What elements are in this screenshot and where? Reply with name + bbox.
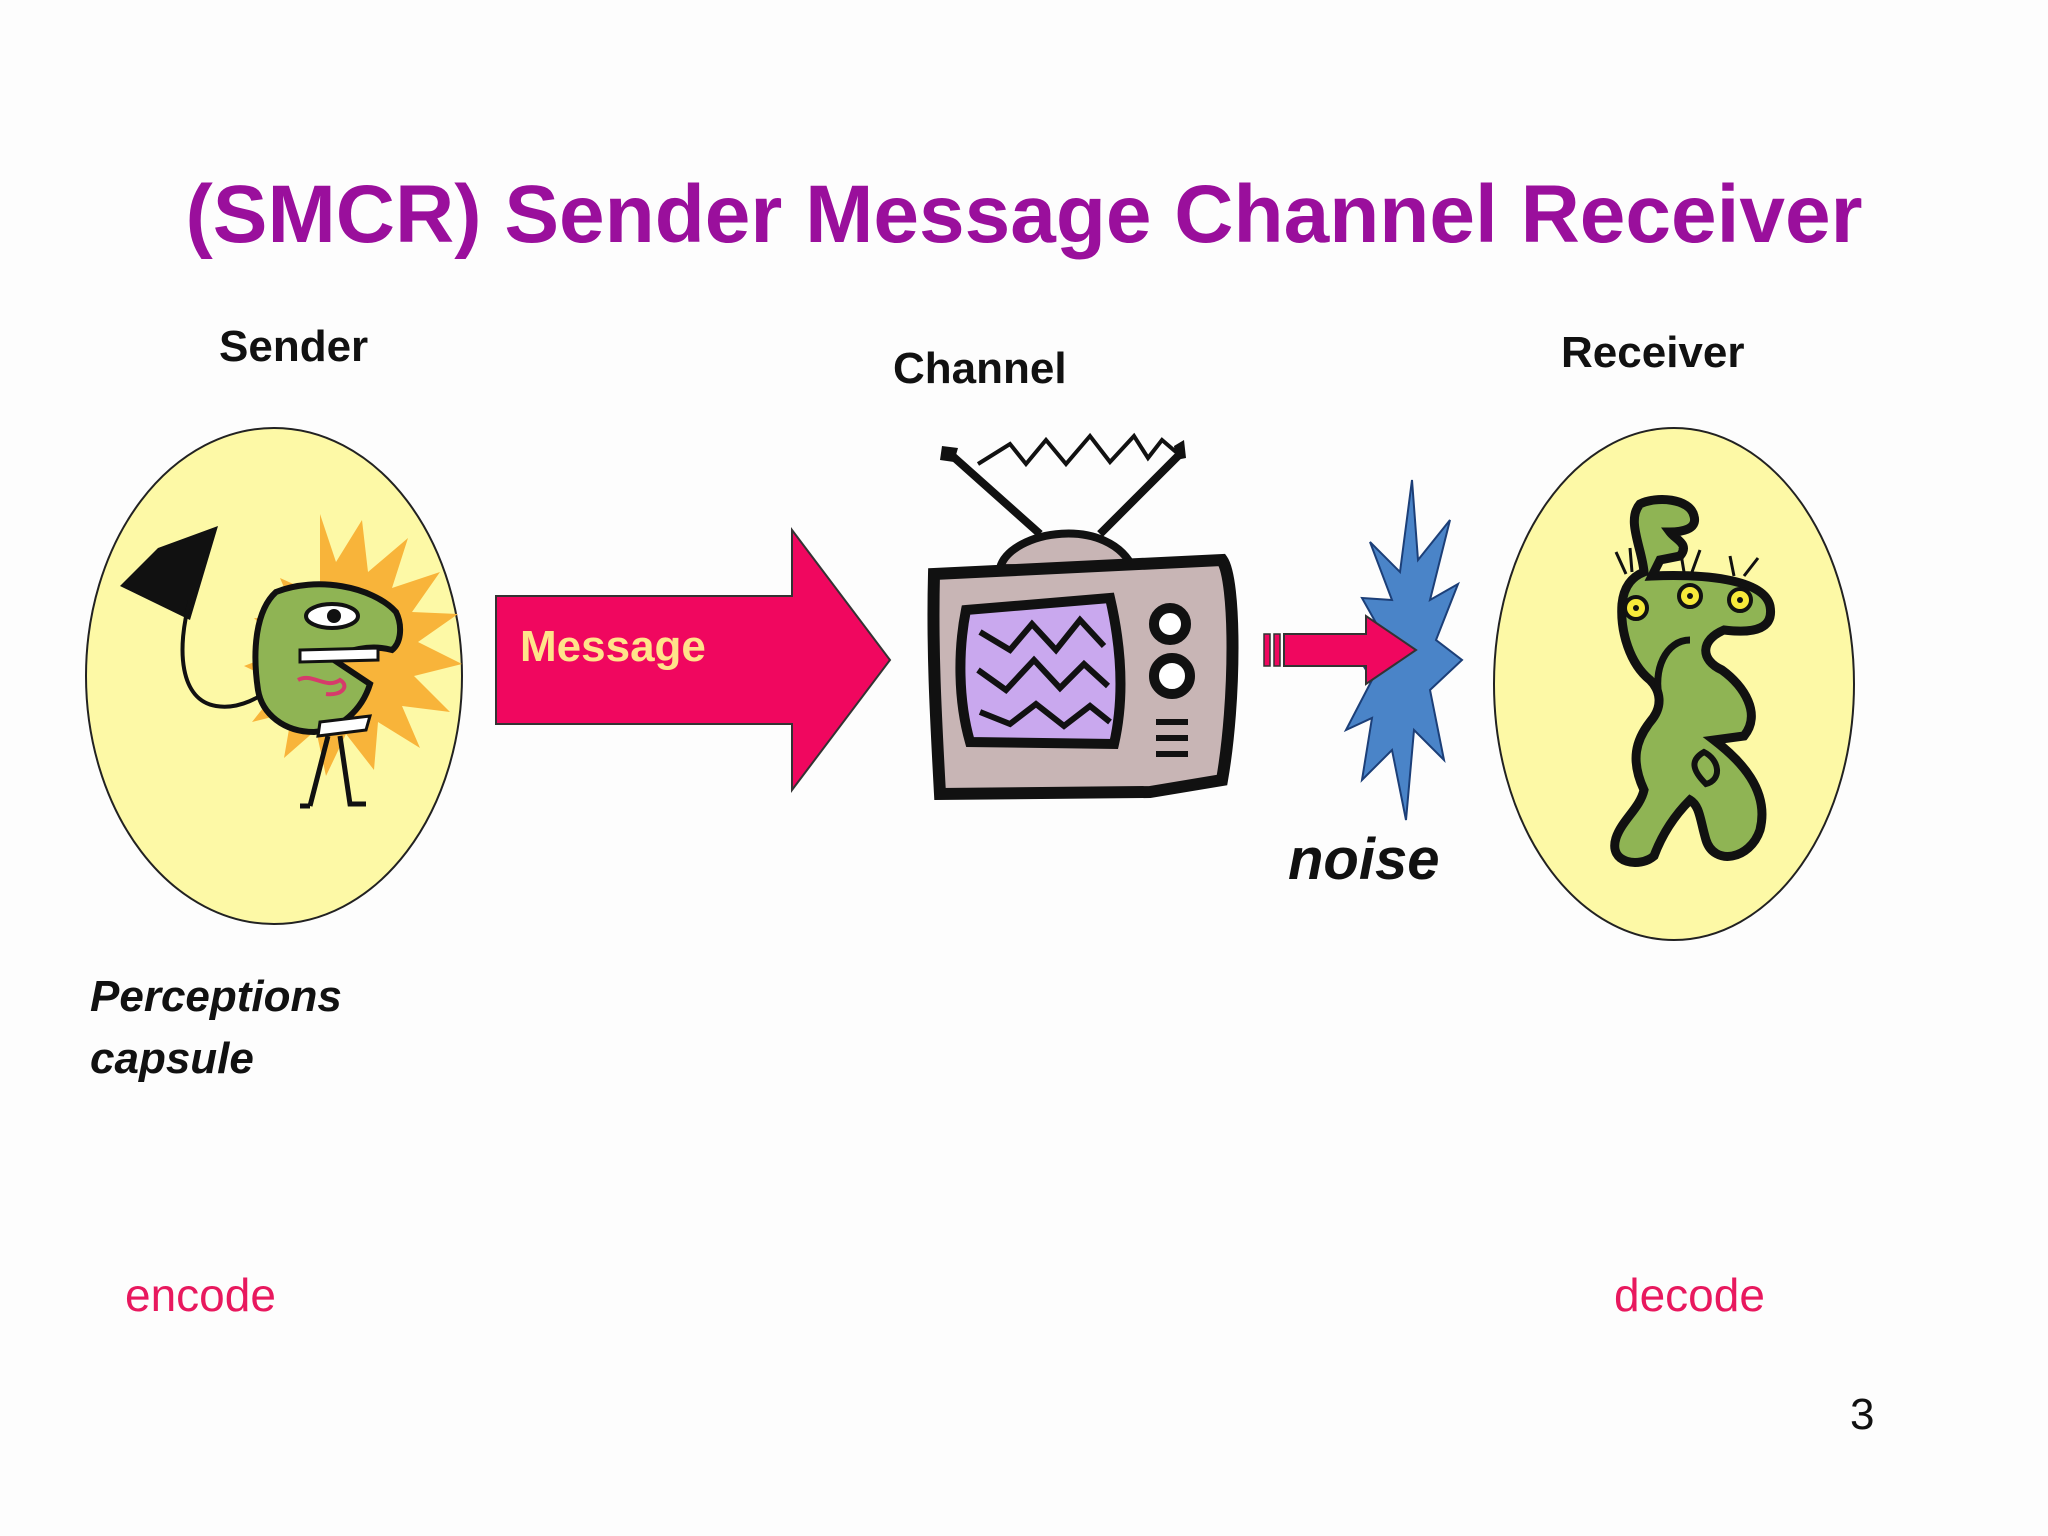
noise-arrow	[1263, 614, 1418, 686]
perceptions-capsule-label: Perceptions capsule	[90, 966, 342, 1090]
slide-title: (SMCR) Sender Message Channel Receiver	[185, 169, 1863, 260]
alien-figure-icon	[1610, 495, 1776, 867]
channel-label: Channel	[893, 344, 1067, 393]
receiver-label: Receiver	[1561, 328, 1745, 377]
sender-label: Sender	[219, 322, 369, 371]
noise-label: noise	[1288, 827, 1440, 892]
perceptions-line-2: capsule	[90, 1034, 254, 1083]
shouting-figure-icon	[120, 514, 462, 809]
page-number: 3	[1850, 1390, 1875, 1439]
message-arrow	[495, 527, 892, 793]
message-label: Message	[520, 622, 706, 671]
encode-label: encode	[125, 1269, 276, 1321]
perceptions-line-1: Perceptions	[90, 972, 342, 1021]
decode-label: decode	[1614, 1269, 1765, 1321]
television-icon	[927, 432, 1239, 801]
